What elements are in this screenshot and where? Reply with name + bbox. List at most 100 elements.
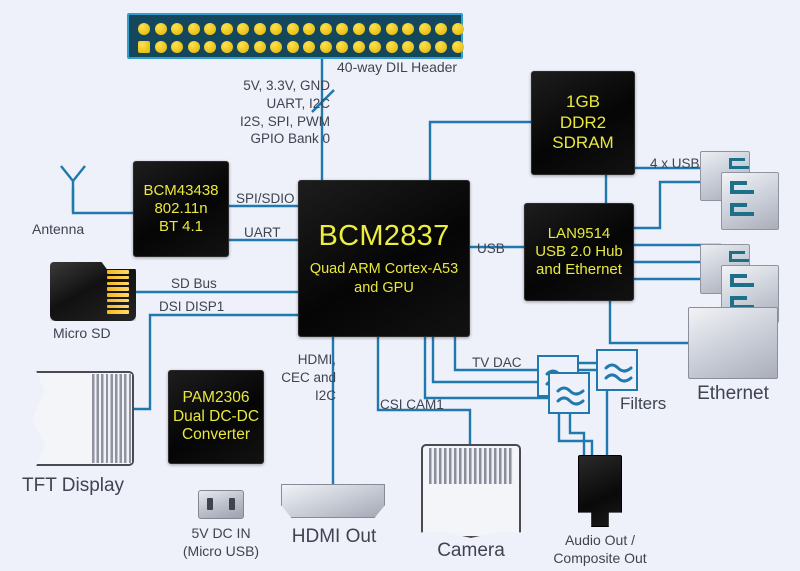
chip-pam2306[interactable]: PAM2306 Dual DC-DC Converter <box>168 370 264 464</box>
usb-tongue <box>730 296 747 300</box>
header-pin <box>186 40 203 54</box>
header-pin <box>285 22 302 36</box>
filter-block-2 <box>548 372 590 414</box>
audio-composite-jack[interactable] <box>578 455 622 527</box>
micro-usb-power-port[interactable] <box>198 490 244 519</box>
usb-tongue <box>730 181 747 185</box>
header-pin <box>433 22 450 36</box>
filter-wave-icon <box>556 386 585 406</box>
header-pin <box>202 22 219 36</box>
chip-lan9514-line3: and Ethernet <box>536 261 622 279</box>
bus-label-spi-sdio: SPI/SDIO <box>236 191 295 206</box>
micro-usb-slot-right <box>229 498 235 510</box>
usb-tongue <box>730 283 754 287</box>
bus-label-csi-cam1: CSI CAM1 <box>380 397 444 412</box>
bus-label-dsi-disp1: DSI DISP1 <box>159 299 225 314</box>
tft-display[interactable] <box>30 371 134 466</box>
antenna-label: Antenna <box>32 221 85 237</box>
usb-tongue <box>730 305 754 309</box>
power-in-label-line1: 5V DC IN <box>191 525 251 541</box>
header-pin <box>400 22 417 36</box>
chip-sdram-line3: SDRAM <box>552 133 614 153</box>
usb-tongue <box>729 158 732 169</box>
filter-block-3 <box>596 349 638 391</box>
header-label: 40-way DIL Header <box>337 59 458 75</box>
ethernet-label: Ethernet <box>697 383 769 404</box>
bus-label-uart: UART <box>244 225 281 240</box>
ethernet-port[interactable] <box>688 307 778 379</box>
chip-pam2306-line1: PAM2306 <box>182 388 250 406</box>
header-pin <box>384 22 401 36</box>
usb-tongue <box>729 259 749 262</box>
camera-module[interactable] <box>421 444 521 538</box>
header-pin <box>417 22 434 36</box>
chip-bcm2837-name: BCM2837 <box>318 219 450 252</box>
header-pin <box>367 40 384 54</box>
header-pin <box>450 40 467 54</box>
chip-pam2306-line2: Dual DC-DC <box>172 407 260 425</box>
chip-lan9514[interactable]: LAN9514 USB 2.0 Hub and Ethernet <box>524 203 634 301</box>
chip-sdram-line2: DDR2 <box>559 112 607 132</box>
filters-label: Filters <box>620 394 667 413</box>
header-pin <box>268 40 285 54</box>
bus-label-4x-usb: 4 x USB <box>650 156 700 171</box>
header-pin <box>318 22 335 36</box>
chip-bcm2837-sub2: and GPU <box>354 280 414 297</box>
hdmi-out-port[interactable] <box>281 484 385 518</box>
header-pin <box>334 40 351 54</box>
usb-tongue <box>729 251 732 262</box>
header-pin <box>153 40 170 54</box>
usb-tongue <box>729 158 745 161</box>
chip-bcm2837-sub1: Quad ARM Cortex-A53 <box>309 261 459 278</box>
header-pin <box>202 40 219 54</box>
header-pin <box>384 40 401 54</box>
header-pin <box>219 40 236 54</box>
header-pin <box>367 22 384 36</box>
header-pin <box>169 40 186 54</box>
usb-tongue <box>730 296 734 308</box>
header-pin <box>169 22 186 36</box>
antenna-icon <box>52 165 94 211</box>
filter-wave-icon <box>604 363 633 383</box>
usb-tongue <box>730 212 754 216</box>
bus-label-hdmi-cec-i2c: HDMI, CEC and I2C <box>281 352 336 403</box>
hdmi-out-body <box>281 484 385 518</box>
header-pin-1 <box>136 40 153 54</box>
chip-lan9514-line1: LAN9514 <box>547 224 611 242</box>
header-pin-row-bottom <box>136 40 466 54</box>
camera-label: Camera <box>437 540 505 561</box>
bus-label-usb: USB <box>477 241 505 256</box>
usb-tongue <box>730 203 747 207</box>
chip-bcm43438-line2: 802.11n <box>154 199 208 217</box>
tft-display-ribbon <box>92 374 132 463</box>
hdmi-out-label: HDMI Out <box>291 526 377 547</box>
bus-label-tv-dac: TV DAC <box>472 355 522 370</box>
header-pin <box>285 40 302 54</box>
audio-jack-body <box>578 455 622 527</box>
micro-sd-label: Micro SD <box>53 325 111 341</box>
chip-bcm43438[interactable]: BCM43438 802.11n BT 4.1 <box>133 161 229 257</box>
header-pin <box>450 22 467 36</box>
header-pin <box>268 22 285 36</box>
audio-label-line1: Audio Out / <box>564 532 636 548</box>
micro-usb-power-body <box>198 490 244 519</box>
chip-ddr2-sdram[interactable]: 1GB DDR2 SDRAM <box>531 71 635 175</box>
micro-sd-card[interactable] <box>50 262 136 321</box>
header-pin <box>219 22 236 36</box>
camera-ribbon <box>429 448 513 484</box>
header-signal-list: 5V, 3.3V, GND UART, I2C I2S, SPI, PWM GP… <box>239 78 330 147</box>
usb-tongue <box>730 203 734 215</box>
gpio-40way-header[interactable] <box>127 13 466 59</box>
chip-bcm2837[interactable]: BCM2837 Quad ARM Cortex-A53 and GPU <box>298 180 470 337</box>
chip-pam2306-line3: Converter <box>181 426 251 444</box>
usb-tongue <box>730 274 734 286</box>
usb-tongue <box>729 251 745 254</box>
header-pin <box>334 22 351 36</box>
header-pin <box>351 40 368 54</box>
header-pin <box>186 22 203 36</box>
bus-label-sd-bus: SD Bus <box>171 276 217 291</box>
usb-port-pair-top[interactable] <box>700 151 780 231</box>
tft-display-label: TFT Display <box>22 475 125 496</box>
